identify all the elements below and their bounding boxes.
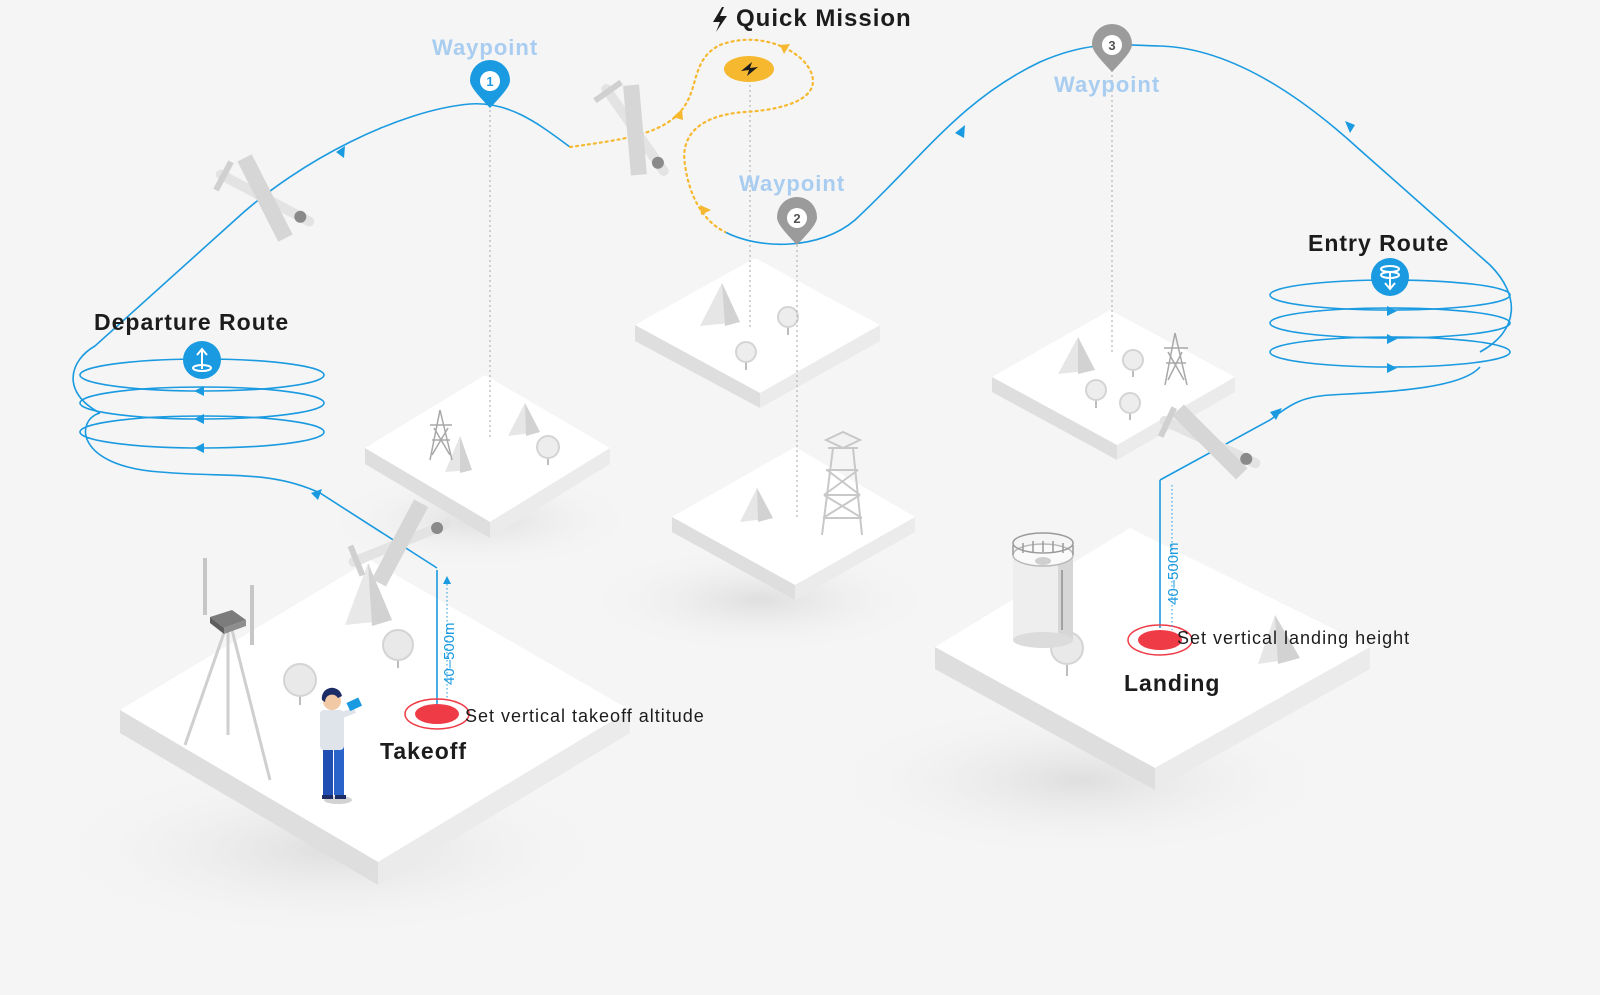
tree-icon — [283, 306, 1144, 705]
scenery — [183, 283, 1300, 804]
aircraft-icons — [213, 79, 1261, 587]
operator-icon — [320, 687, 363, 804]
altitude-markers — [443, 485, 1173, 700]
quick-mission-badge[interactable] — [724, 56, 774, 82]
waypoint-2-label: Waypoint — [739, 171, 845, 196]
platform-takeoff — [120, 560, 630, 885]
takeoff-altitude-label: 40–500m — [441, 622, 458, 685]
quick-mission-route — [568, 38, 814, 234]
waypoint-drop-lines — [489, 70, 1113, 520]
power-pylon-icon — [429, 332, 1188, 461]
ascend-arrow-icon — [192, 347, 212, 372]
quick-mission-title: Quick Mission — [736, 5, 912, 32]
takeoff-target — [404, 698, 470, 730]
platform-small-1 — [365, 375, 610, 538]
descend-arrow-icon — [1380, 265, 1400, 291]
water-tank-icon — [1012, 532, 1074, 648]
lattice-tower-icon — [821, 430, 863, 536]
landing-target — [1127, 624, 1193, 656]
waypoint-pin-2[interactable]: 2 — [777, 197, 817, 245]
title-group: Quick Mission — [713, 5, 912, 32]
antenna-tripod-icon — [183, 558, 272, 781]
landing-altitude-label: 40–500m — [1165, 542, 1182, 605]
cone-icon — [345, 283, 1300, 664]
waypoint-1-number: 1 — [486, 74, 493, 89]
aircraft-4 — [1157, 404, 1261, 480]
takeoff-label: Takeoff — [380, 738, 467, 764]
landing-label: Landing — [1124, 670, 1220, 696]
landing-note: Set vertical landing height — [1177, 628, 1410, 648]
aircraft-3 — [347, 499, 452, 587]
entry-route-label: Entry Route — [1308, 230, 1449, 256]
waypoint-3-number: 3 — [1108, 38, 1115, 53]
departure-route-label: Departure Route — [94, 309, 289, 335]
lightning-bolt-icon — [713, 7, 727, 32]
lightning-bolt-icon — [741, 62, 758, 76]
waypoint-pin-1[interactable]: 1 — [470, 60, 510, 108]
waypoint-pin-3[interactable]: 3 — [1092, 24, 1132, 72]
waypoint-3-label: Waypoint — [1054, 72, 1160, 97]
aircraft-1 — [213, 154, 315, 242]
takeoff-note: Set vertical takeoff altitude — [465, 706, 705, 726]
platform-small-2 — [635, 258, 880, 408]
departure-badge[interactable] — [183, 341, 221, 379]
platform-small-3 — [672, 447, 915, 600]
waypoint-2-number: 2 — [793, 211, 800, 226]
waypoint-1-label: Waypoint — [432, 35, 538, 60]
entry-badge[interactable] — [1371, 258, 1409, 296]
aircraft-2 — [593, 79, 669, 176]
